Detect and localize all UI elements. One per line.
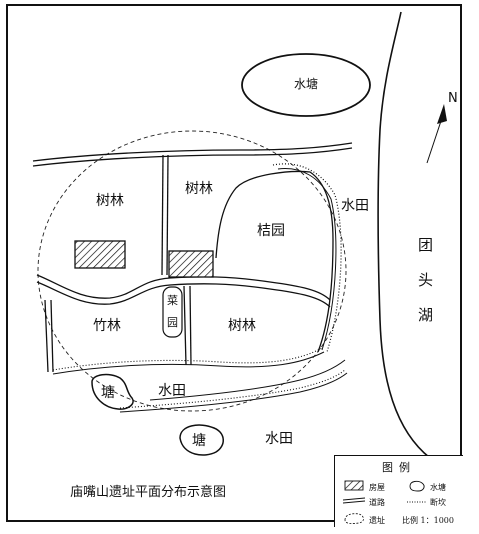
legend-house-swatch bbox=[344, 480, 364, 491]
house-left bbox=[74, 240, 126, 269]
house-middle bbox=[168, 250, 214, 278]
legend-scarp-label: 断坎 bbox=[430, 498, 446, 507]
pond-top bbox=[241, 53, 371, 117]
label-paddy-right: 水田 bbox=[341, 198, 369, 214]
legend-symbols bbox=[342, 480, 427, 524]
legend: 图例 房屋 水塘 道路 断坎 遗址 比例 1：1000 bbox=[334, 455, 463, 527]
label-lake-3: 湖 bbox=[418, 306, 433, 324]
legend-pond-swatch bbox=[409, 480, 425, 492]
label-lake-1: 团 bbox=[418, 236, 433, 254]
site-boundary bbox=[37, 130, 347, 412]
label-lake-2: 头 bbox=[418, 271, 433, 289]
legend-road-label: 道路 bbox=[369, 498, 385, 507]
pond-small bbox=[91, 373, 134, 410]
label-forest-mid: 树林 bbox=[185, 181, 213, 197]
legend-title: 图例 bbox=[382, 461, 416, 474]
pond-bottom bbox=[179, 424, 224, 456]
road-top bbox=[32, 142, 353, 162]
label-forest-left: 树林 bbox=[96, 193, 124, 209]
map-frame bbox=[6, 4, 462, 522]
legend-house-label: 房屋 bbox=[369, 483, 385, 492]
legend-site-label: 遗址 bbox=[369, 516, 385, 525]
label-orange-garden: 桔园 bbox=[257, 223, 285, 239]
legend-site-swatch bbox=[344, 513, 364, 524]
label-pond-small: 塘 bbox=[101, 385, 115, 401]
label-paddy-bottom: 水田 bbox=[265, 431, 293, 447]
legend-pond-label: 水塘 bbox=[430, 483, 446, 492]
label-vegetable-1: 菜 bbox=[167, 294, 178, 307]
label-pond-bottom: 塘 bbox=[192, 433, 206, 449]
north-arrow bbox=[426, 104, 447, 164]
label-paddy-lower: 水田 bbox=[158, 383, 186, 399]
orange-garden-edge bbox=[215, 170, 334, 353]
map-caption: 庙嘴山遗址平面分布示意图 bbox=[70, 485, 227, 500]
legend-road-swatch bbox=[342, 497, 366, 501]
label-pond-top: 水塘 bbox=[294, 76, 318, 91]
road-middle bbox=[36, 274, 331, 301]
vegetable-garden bbox=[162, 286, 183, 338]
legend-scale-label: 比例 1：1000 bbox=[402, 516, 454, 525]
north-label: N bbox=[448, 91, 458, 106]
label-forest-lower: 树林 bbox=[228, 318, 256, 334]
label-vegetable-2: 园 bbox=[167, 316, 178, 329]
label-bamboo: 竹林 bbox=[93, 318, 121, 334]
lake-shore bbox=[377, 11, 441, 463]
